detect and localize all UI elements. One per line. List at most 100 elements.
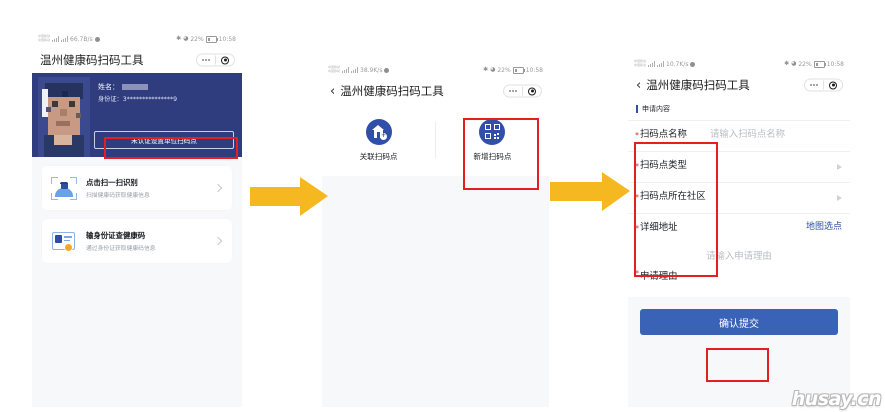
chevron-left-icon[interactable]: ‹: [330, 83, 336, 99]
phone-screen-1: 中国移动 中国移动 66.7B/s ✱ ◕ 22% 10:58 温: [32, 31, 242, 407]
clock-time: 10:58: [826, 60, 844, 68]
list-item-subtitle: 通过身份证获取健康码信息: [86, 246, 156, 253]
target-circle-icon[interactable]: [221, 56, 229, 64]
status-right-group: ✱ ◕ 22% 10:58: [176, 35, 236, 43]
house-add-icon: +: [365, 118, 392, 145]
field-label: 申请理由: [635, 268, 678, 282]
carrier-line-2: 中国移动: [634, 63, 647, 67]
alarm-icon: ◕: [791, 60, 797, 67]
field-label: 扫码点类型: [635, 159, 710, 173]
signal-bars-icon-2: [657, 61, 665, 67]
id-card-search-icon: [51, 230, 77, 253]
form-row-scan-point-community[interactable]: 扫码点所在社区: [628, 182, 850, 213]
chevron-right-icon[interactable]: [837, 195, 842, 201]
page-title: 温州健康码扫码工具: [340, 84, 444, 98]
field-label: 扫码点所在社区: [635, 190, 710, 204]
signal-bars-icon: [342, 67, 350, 73]
list-item[interactable]: 输身份证查健康码 通过身份证获取健康码信息: [42, 219, 232, 263]
scan-point-name-input[interactable]: 请输入扫码点名称: [710, 129, 786, 140]
battery-icon: [512, 66, 525, 74]
profile-card: 姓名： 身份证：3***************9 未认证设置单位扫码点: [32, 73, 242, 157]
field-label: 详细地址: [635, 221, 710, 235]
grid-divider: [435, 122, 436, 158]
bluetooth-icon: ✱: [176, 35, 182, 42]
capsule-divider: [215, 55, 216, 65]
phone2-title-bar: ‹ 温州健康码扫码工具: [322, 78, 549, 104]
pixelated-avatar: [38, 77, 90, 157]
carrier-line-2: 中国移动: [328, 69, 341, 73]
phone1-title-bar: 温州健康码扫码工具: [32, 47, 242, 73]
carrier-line-1: 中国移动: [634, 59, 647, 64]
alarm-icon: ◕: [183, 35, 189, 42]
carrier-labels: 中国移动 中国移动: [328, 66, 340, 73]
chevron-left-icon[interactable]: ‹: [636, 77, 642, 93]
phone1-action-list: 点击扫一扫识别 扫描健康码获取健康信息 输身份证查健康码 通过身份证获取健康码信…: [32, 157, 242, 263]
list-item[interactable]: 点击扫一扫识别 扫描健康码获取健康信息: [42, 166, 232, 210]
status-left-group: 中国移动 中国移动 38.9K/s: [328, 66, 390, 74]
battery-icon: [205, 35, 218, 43]
phone3-screen-body: 中国移动 中国移动 10.7K/s ✱ ◕ 22% 10:58 ‹: [628, 56, 850, 407]
chevron-right-icon[interactable]: [837, 164, 842, 170]
notification-dot-icon: [384, 67, 390, 73]
page-title: 温州健康码扫码工具: [646, 78, 750, 92]
profile-name-row: 姓名：: [98, 82, 148, 92]
more-dots-icon[interactable]: [509, 90, 518, 92]
chevron-right-icon: [213, 236, 223, 246]
battery-icon: [813, 60, 826, 68]
target-circle-icon[interactable]: [829, 81, 837, 89]
carrier-line-2: 中国移动: [38, 38, 51, 42]
form-row-apply-reason[interactable]: 请输入申请理由 申请理由: [628, 244, 850, 297]
flow-arrow-1: [250, 177, 328, 216]
status-right-group: ✱ ◕ 22% 10:58: [784, 60, 844, 68]
profile-name-label: 姓名：: [98, 83, 119, 91]
list-item-title: 输身份证查健康码: [86, 230, 146, 240]
notification-dot-icon: [690, 61, 696, 67]
entry-link-associate[interactable]: + 关联扫码点: [322, 104, 435, 176]
phone3-status-bar: 中国移动 中国移动 10.7K/s ✱ ◕ 22% 10:58: [628, 56, 850, 72]
list-item-title: 点击扫一扫识别: [86, 177, 138, 187]
list-item-subtitle: 扫描健康码获取健康信息: [86, 193, 150, 200]
confirm-submit-button[interactable]: 确认提交: [640, 309, 838, 335]
battery-percent: 22%: [798, 60, 812, 68]
phone1-status-bar: 中国移动 中国移动 66.7B/s ✱ ◕ 22% 10:58: [32, 31, 242, 47]
list-item-text: 点击扫一扫识别 扫描健康码获取健康信息: [86, 177, 215, 200]
phone1-screen-body: 中国移动 中国移动 66.7B/s ✱ ◕ 22% 10:58 温: [32, 31, 242, 407]
mini-program-capsule[interactable]: [804, 78, 843, 92]
form-row-detailed-address[interactable]: 详细地址 地图选点: [628, 213, 850, 244]
phone1-title-actions: [196, 53, 235, 67]
network-speed: 10.7K/s: [666, 60, 689, 68]
section-header: 申请内容: [628, 98, 850, 120]
unauthorized-setup-button[interactable]: 未认证设置单位扫码点: [94, 131, 234, 149]
submit-area: 确认提交: [628, 297, 850, 335]
battery-percent: 22%: [190, 35, 204, 43]
profile-id-label: 身份证：: [98, 96, 123, 103]
phone-screen-2: 中国移动 中国移动 38.9K/s ✱ ◕ 22% 10:58 ‹: [322, 62, 549, 407]
mini-program-capsule[interactable]: [503, 84, 542, 98]
chevron-right-icon: [213, 183, 223, 193]
form-row-scan-point-name[interactable]: 扫码点名称 请输入扫码点名称: [628, 120, 850, 151]
status-left-group: 中国移动 中国移动 66.7B/s: [38, 34, 100, 43]
signal-bars-icon: [648, 61, 656, 67]
more-dots-icon[interactable]: [810, 84, 819, 86]
section-accent-bar: [636, 105, 638, 113]
alarm-icon: ◕: [490, 66, 496, 73]
target-circle-icon[interactable]: [528, 87, 536, 95]
more-dots-icon[interactable]: [202, 59, 211, 61]
phone2-screen-body: 中国移动 中国移动 38.9K/s ✱ ◕ 22% 10:58 ‹: [322, 62, 549, 407]
phone2-title-actions: [503, 84, 542, 98]
carrier-labels: 中国移动 中国移动: [634, 60, 646, 67]
phone3-title-actions: [804, 78, 843, 92]
qr-code-icon: [479, 118, 506, 145]
battery-percent: 22%: [497, 66, 511, 74]
entry-label: 新增扫码点: [473, 151, 512, 161]
mini-program-capsule[interactable]: [196, 53, 235, 67]
entry-label: 关联扫码点: [359, 151, 398, 161]
capsule-divider: [823, 80, 824, 90]
form-row-scan-point-type[interactable]: 扫码点类型: [628, 151, 850, 182]
map-picker-link[interactable]: 地图选点: [805, 222, 842, 232]
carrier-line-1: 中国移动: [38, 34, 51, 39]
entry-link-new[interactable]: 新增扫码点: [436, 104, 549, 176]
apply-reason-textarea[interactable]: 请输入申请理由: [706, 251, 772, 262]
network-speed: 66.7B/s: [70, 35, 93, 43]
